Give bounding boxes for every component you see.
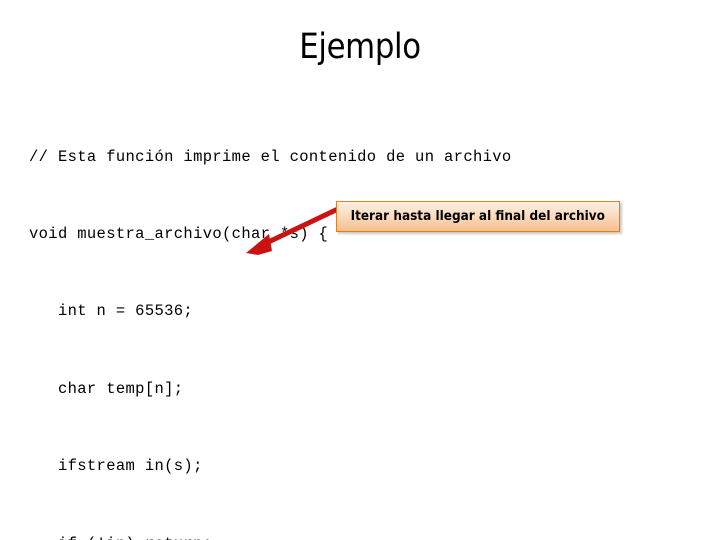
- code-line: if (!in) return;: [29, 532, 689, 540]
- code-listing: // Esta función imprime el contenido de …: [29, 93, 689, 540]
- code-line: // Esta función imprime el contenido de …: [29, 147, 512, 166]
- code-line: int n = 65536;: [29, 302, 194, 321]
- code-line: ifstream in(s);: [29, 457, 203, 476]
- code-line: char temp[n];: [29, 379, 184, 398]
- callout-label: Iterar hasta llegar al final del archivo: [350, 208, 606, 224]
- page-title: Ejemplo: [299, 27, 421, 67]
- callout-annotation: Iterar hasta llegar al final del archivo: [336, 201, 620, 232]
